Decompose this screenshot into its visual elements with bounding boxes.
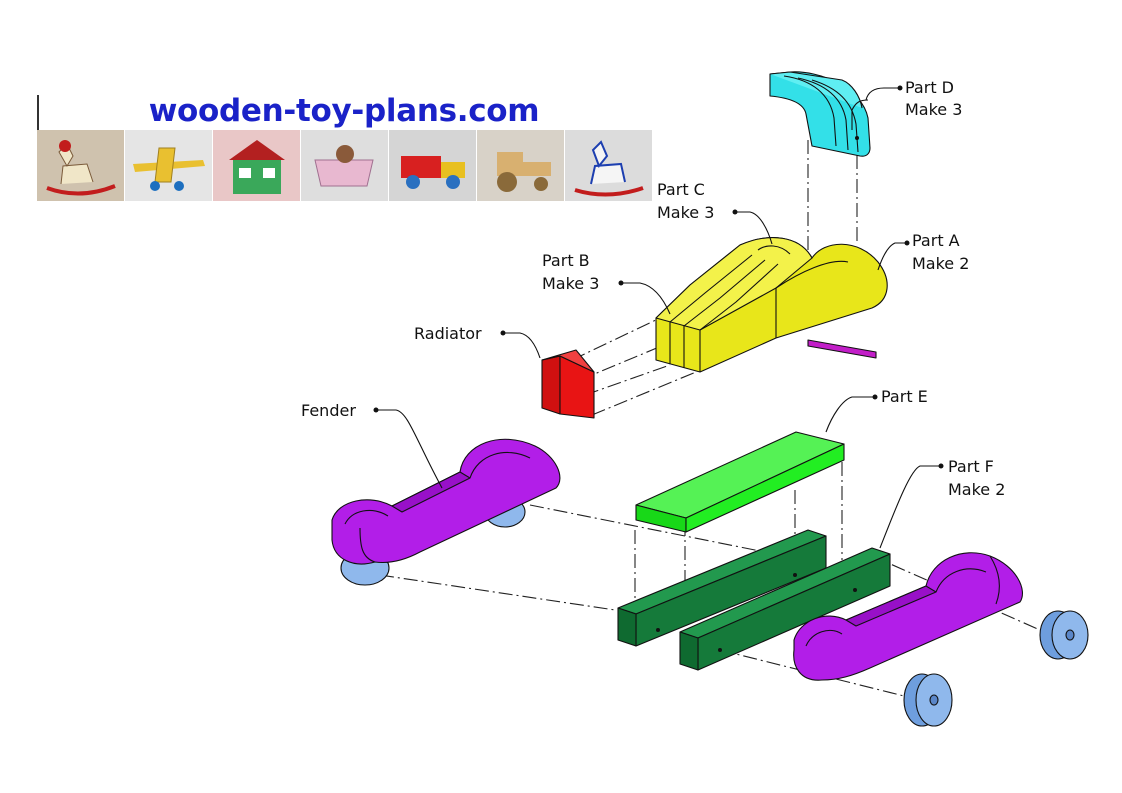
part-d-shape [769, 71, 871, 157]
dollhouse-thumb-icon [229, 140, 285, 194]
site-banner[interactable]: wooden-toy-plans.com [37, 93, 653, 201]
label-part-c: Part C Make 3 [657, 180, 773, 245]
label-fender: Fender [301, 401, 443, 489]
banner-thumbnail-strip [37, 130, 653, 201]
part-f-rail-1-end [617, 607, 637, 647]
thumb-shape [497, 172, 517, 192]
thumb-0[interactable] [37, 130, 125, 201]
thumb-3[interactable] [301, 130, 389, 201]
thumb-shape [174, 181, 184, 191]
thumb-shape [336, 145, 354, 163]
part-f-rail-2-end [679, 631, 699, 671]
thumb-shape [154, 147, 176, 183]
part-d-name: Part D [905, 78, 954, 97]
label-part-b: Part B Make 3 [542, 251, 671, 315]
thumb-1[interactable] [125, 130, 213, 201]
fender-name: Fender [301, 401, 356, 420]
axle-shape [807, 339, 877, 359]
label-part-e: Part E [825, 387, 928, 433]
thumb-shape [446, 175, 460, 189]
part-a-qty: Make 2 [912, 254, 969, 273]
thumb-shape [406, 175, 420, 189]
label-part-d: Part D Make 3 [851, 78, 962, 130]
part-e-shape [635, 431, 845, 533]
thumb-shape [574, 186, 644, 197]
fender-right-shape [793, 552, 1023, 681]
fender-left-shape [331, 438, 561, 586]
thumb-shape [263, 168, 275, 178]
part-f-name: Part F [948, 457, 994, 476]
thumb-shape [523, 162, 551, 176]
thumb-shape [46, 184, 116, 196]
body-shape [655, 237, 888, 373]
thumb-shape [239, 168, 251, 178]
part-e-side [685, 443, 845, 533]
part-d-qty: Make 3 [905, 100, 962, 119]
body-top [655, 237, 813, 331]
part-f-qty: Make 2 [948, 480, 1005, 499]
part-b-name: Part B [542, 251, 590, 270]
banner-title[interactable]: wooden-toy-plans.com [148, 93, 540, 129]
thumb-shape [150, 181, 160, 191]
label-part-a: Part A Make 2 [877, 231, 969, 273]
radiator-front [541, 355, 561, 415]
thumb-5[interactable] [477, 130, 565, 201]
airplane-thumb-icon [133, 147, 205, 191]
thumb-shape [441, 162, 465, 178]
rocking-horse-thumb-icon [46, 140, 116, 196]
thumb-shape [59, 140, 71, 152]
cradle-thumb-icon [314, 145, 374, 187]
thumb-shape [229, 140, 285, 160]
radiator-shape [541, 349, 595, 419]
thumb-4[interactable] [389, 130, 477, 201]
radiator-top [541, 349, 595, 373]
thumb-2[interactable] [213, 130, 301, 201]
assembly-lines [379, 140, 1041, 699]
thumb-shape [497, 152, 523, 176]
wheels-right [903, 610, 1089, 727]
part-c-qty: Make 3 [657, 203, 714, 222]
thumb-shape [534, 177, 548, 191]
rocking-horse-2-thumb-icon [574, 140, 644, 197]
part-e-name: Part E [881, 387, 928, 406]
truck-thumb-icon [401, 156, 465, 189]
radiator-name: Radiator [414, 324, 482, 343]
axle-rod [807, 339, 877, 359]
part-f-shape [617, 529, 891, 671]
thumb-6[interactable] [565, 130, 653, 201]
label-part-f: Part F Make 2 [879, 457, 1005, 549]
part-d-top [769, 71, 863, 109]
thumb-shape [590, 140, 626, 185]
part-c-name: Part C [657, 180, 705, 199]
fender-right-body [793, 552, 1023, 681]
fender-left-body [331, 438, 561, 565]
tractor-thumb-icon [497, 152, 551, 192]
thumb-shape [314, 159, 374, 187]
label-radiator: Radiator [414, 324, 541, 359]
part-a-name: Part A [912, 231, 960, 250]
part-b-qty: Make 3 [542, 274, 599, 293]
thumb-shape [401, 156, 441, 178]
